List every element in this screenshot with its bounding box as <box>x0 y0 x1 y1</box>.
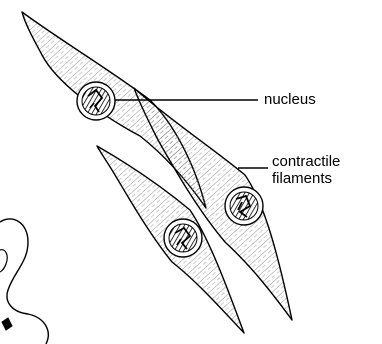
contractile-filaments-label-line2: filaments <box>272 171 332 187</box>
contractile-filaments-label-line1: contractile <box>272 154 340 170</box>
nucleus-right <box>225 187 263 225</box>
muscle-cell-upper <box>22 12 206 208</box>
nucleus-upper <box>77 82 115 120</box>
nucleus-lower <box>164 219 202 257</box>
partial-cell-left-edge <box>0 219 48 344</box>
nucleus-label: nucleus <box>264 92 316 108</box>
